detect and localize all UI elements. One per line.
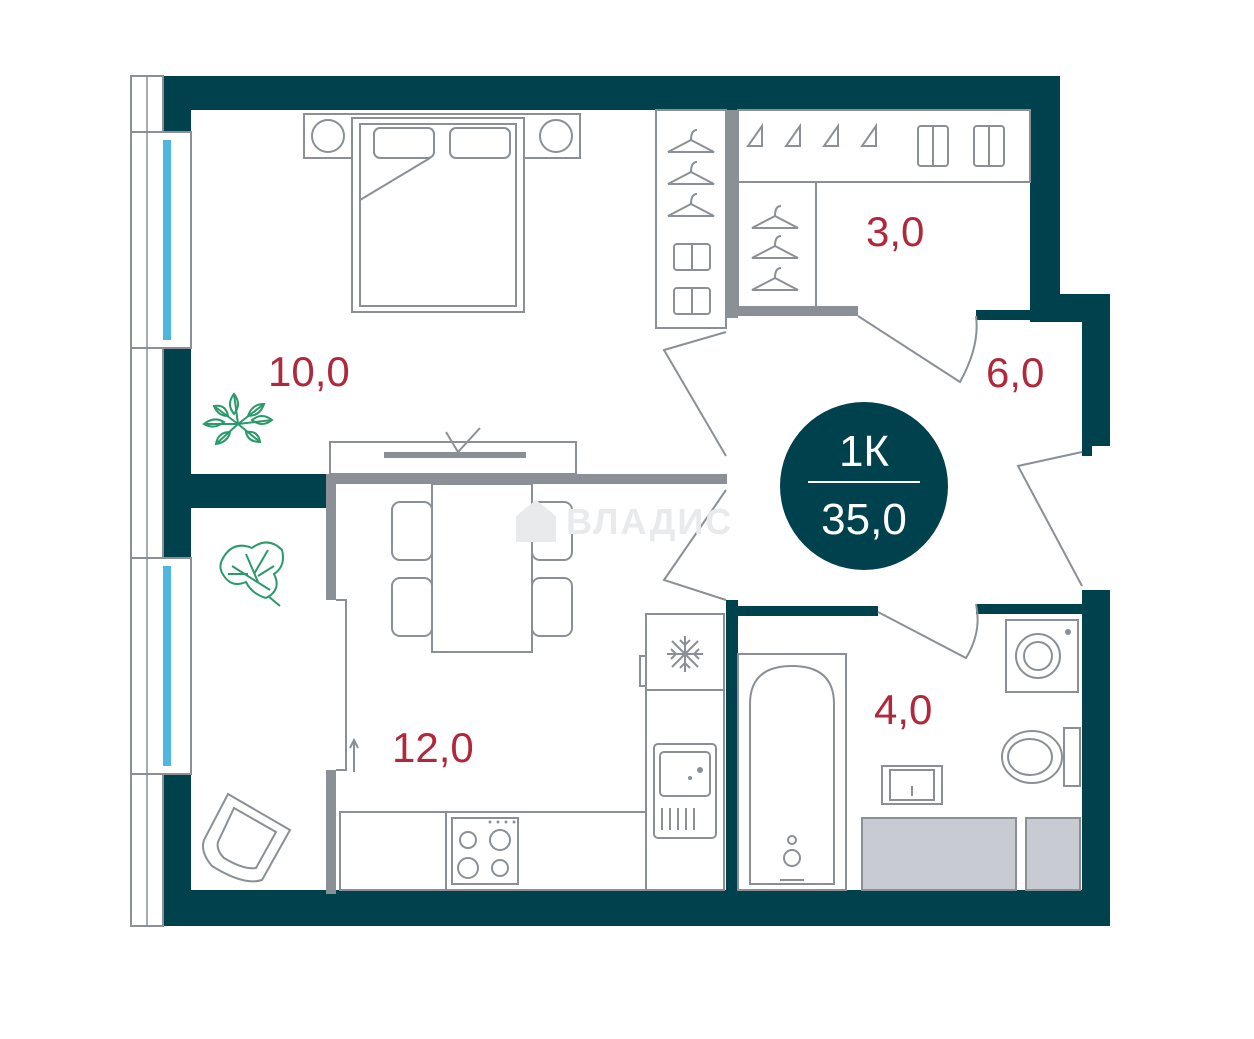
partition-kitchen-top [331,474,727,484]
door-kitchen-sliding [336,599,347,771]
toilet [1001,727,1081,787]
wall-left-bottom [163,774,191,926]
kitchen-sink [653,743,717,839]
window-frame-bottom [130,773,164,927]
armchair [202,792,292,883]
wall-right-upper [1030,76,1060,294]
wall-left-mid [163,348,191,558]
door-entrance [1016,451,1083,587]
window-frame-mid [130,347,164,559]
bathtub [737,653,847,891]
closet-shelf-top [737,109,1031,183]
hanger-icon [667,122,877,291]
wall-top [163,76,1060,110]
wall-right-mid [1082,294,1110,446]
watermark: ВЛАДИС [516,500,733,542]
doors [336,315,1083,772]
window-upper [130,131,192,349]
badge-total-area: 35,0 [821,495,907,544]
dining-table [391,483,573,653]
house-icon [516,500,556,542]
partition-bath-left [726,600,738,894]
bedroom-wardrobe [655,109,727,329]
badge-rooms: 1К [839,427,889,476]
door-kitchen [662,489,727,601]
closet-shelf-left [737,181,817,309]
partition-kitchen-left [326,474,336,600]
partition-kitchen-left-lower [326,770,336,894]
snowflake-icon [667,636,703,672]
partition-closet-left [726,110,738,318]
storage-cabinets [861,817,1081,891]
room-area-bedroom: 10,0 [268,348,350,395]
shirt-icon [673,125,1005,315]
plant-icon [202,392,274,446]
bathroom-sink [881,765,943,805]
partition-closet-bottom [738,306,858,316]
stove [451,817,519,885]
partition-bath-top-right [976,604,1084,614]
bed [303,113,581,313]
room-area-hallway: 6,0 [986,349,1044,396]
monstera-icon [219,541,284,607]
wall-left-top [163,76,191,132]
kitchen-counter [339,613,725,891]
tv-console [329,427,577,475]
apartment-badge: 1К 35,0 [780,402,948,570]
partition-hall-right-stub [1082,446,1092,456]
room-area-closet: 3,0 [866,208,924,255]
interior-partitions [326,110,1092,894]
outer-walls [163,76,1110,926]
door-closet [857,315,978,384]
wall-bottom [163,890,1110,926]
room-area-kitchen: 12,0 [392,724,474,771]
windows [130,75,192,927]
wall-bed-kitchen-partition [191,474,331,508]
room-area-bathroom: 4,0 [874,686,932,733]
partition-bath-top [738,606,878,616]
door-bedroom [662,331,727,457]
watermark-text: ВЛАДИС [566,501,733,542]
washing-machine [1005,619,1079,693]
window-frame-top [130,75,164,133]
window-lower [130,557,192,775]
wall-right-lower [1082,590,1110,926]
partition-closet-bottom-right [976,310,1032,320]
door-bathroom [877,603,979,660]
